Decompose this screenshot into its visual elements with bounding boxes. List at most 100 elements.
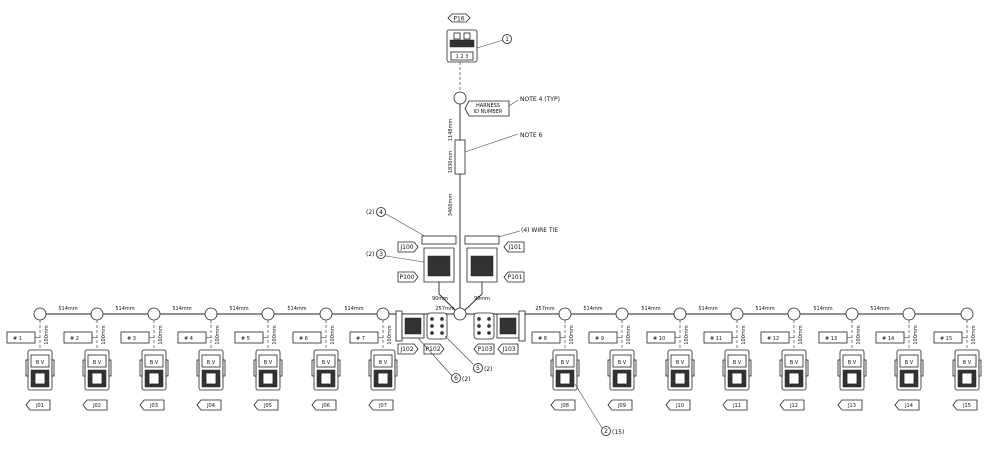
mid-connectors: J102 P102 P103 J103 6 (2) 5 (2)	[395, 310, 526, 383]
connector-tag	[311, 399, 337, 411]
svg-text:ID NUMBER: ID NUMBER	[474, 109, 503, 115]
center-callout-num: 3	[379, 251, 383, 258]
connector-tag	[368, 399, 394, 411]
drop-tag: # 7	[356, 336, 365, 342]
center-callout-leader	[385, 255, 425, 263]
drop-length: 100mm	[626, 325, 632, 344]
j102-tag	[397, 343, 419, 355]
callout6-leader	[417, 337, 453, 377]
drop-connector: B V	[550, 349, 580, 391]
breakout-node	[730, 307, 744, 321]
drop-length: 100mm	[272, 325, 278, 344]
breakout-node	[147, 307, 161, 321]
drop-length: 100mm	[101, 325, 107, 344]
p100-label: P100	[399, 274, 414, 281]
breakout-node	[558, 307, 572, 321]
connector-tag	[607, 399, 633, 411]
drop-length: 100mm	[330, 325, 336, 344]
drop-tag: # 1	[13, 336, 22, 342]
trunk-len-3: 3466mm	[448, 194, 454, 217]
connector-label: J10	[675, 403, 684, 409]
breakout-node	[673, 307, 687, 321]
drop-tag: # 11	[710, 336, 722, 342]
connector-tag	[550, 399, 576, 411]
segment-length: 514mm	[229, 306, 248, 312]
drop-tag: # 15	[940, 336, 952, 342]
j101-housing-top	[464, 235, 500, 245]
bottom-callout-leader	[574, 383, 603, 429]
connector-label: J11	[732, 403, 741, 409]
p16-label: P16	[453, 16, 464, 23]
p103-body	[473, 312, 495, 340]
breakout-node	[787, 307, 801, 321]
left-drop-length: 90mm	[432, 296, 448, 302]
left-ring-qty: (2)	[366, 209, 375, 216]
breakout-node	[33, 307, 47, 321]
connector-pins: B V	[561, 360, 570, 366]
j102-flange	[395, 310, 403, 342]
j103-flange	[518, 310, 526, 342]
connector-pins: B V	[379, 360, 388, 366]
connector-tag	[837, 399, 863, 411]
connector-pins: B V	[322, 360, 331, 366]
segment-length: 514mm	[344, 306, 363, 312]
connector-label: J12	[789, 403, 798, 409]
segment-length: 514mm	[755, 306, 774, 312]
connector-label: J13	[847, 403, 856, 409]
center-node	[453, 307, 467, 321]
sleeve	[454, 139, 466, 175]
drop-length: 100mm	[44, 325, 50, 344]
drop-connector: B V	[82, 349, 112, 391]
breakout-node	[90, 307, 104, 321]
segment-length: 514mm	[58, 306, 77, 312]
connector-pins: B V	[618, 360, 627, 366]
j100-housing-top	[421, 235, 457, 245]
drop-connector: B V	[607, 349, 637, 391]
drop-connector: B V	[196, 349, 226, 391]
note6-text: NOTE 6	[520, 132, 543, 139]
connector-label: J15	[962, 403, 971, 409]
center-right-length: 257mm	[535, 306, 554, 312]
connector-label: J01	[35, 403, 44, 409]
connector-tag	[952, 399, 978, 411]
drop-tag: # 13	[825, 336, 837, 342]
drop-connector: B V	[25, 349, 55, 391]
drop-connector: B V	[894, 349, 924, 391]
connector-label: J06	[321, 403, 330, 409]
drop-tag: # 10	[653, 336, 665, 342]
drop-tag: # 9	[595, 336, 604, 342]
segment-length: 514mm	[287, 306, 306, 312]
center-connectors: J100 P100 (2) 3 J101 P101 90mm 90mm	[366, 235, 525, 312]
left-drop-diag	[438, 293, 457, 312]
segment-length: 514mm	[813, 306, 832, 312]
p16-connector: 1 2 3	[446, 29, 478, 63]
breakout-node	[376, 307, 390, 321]
drop-length: 100mm	[971, 325, 977, 344]
j100-tag	[397, 241, 419, 253]
drop-connector: B V	[311, 349, 341, 391]
drop-length: 100mm	[684, 325, 690, 344]
connector-tag	[196, 399, 222, 411]
p16-tag	[447, 13, 471, 23]
callout5-qty: (2)	[484, 366, 493, 373]
p101-label: P101	[507, 274, 522, 281]
breakout-node	[261, 307, 275, 321]
segment-length: 514mm	[641, 306, 660, 312]
drop-tag: # 14	[882, 336, 894, 342]
connector-label: J04	[206, 403, 215, 409]
connector-tag	[139, 399, 165, 411]
breakout-node	[615, 307, 629, 321]
j101-label: J101	[507, 244, 521, 251]
connector-pins: B V	[790, 360, 799, 366]
svg-text:1 2 3: 1 2 3	[456, 54, 469, 60]
right-drop-length: 90mm	[474, 296, 490, 302]
left-ring-leader	[385, 213, 429, 239]
breakout-node	[845, 307, 859, 321]
